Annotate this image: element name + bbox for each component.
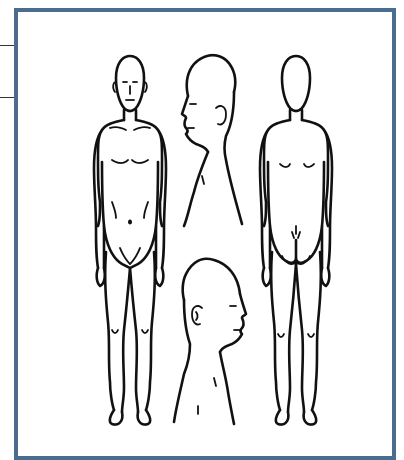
- head-right-profile-icon: [182, 55, 242, 226]
- head-left-profile-icon: [174, 259, 246, 424]
- body-front-icon: [94, 56, 166, 425]
- body-chart-frame: [14, 8, 396, 460]
- body-back-icon: [260, 56, 332, 425]
- body-chart-drawing: [18, 12, 392, 456]
